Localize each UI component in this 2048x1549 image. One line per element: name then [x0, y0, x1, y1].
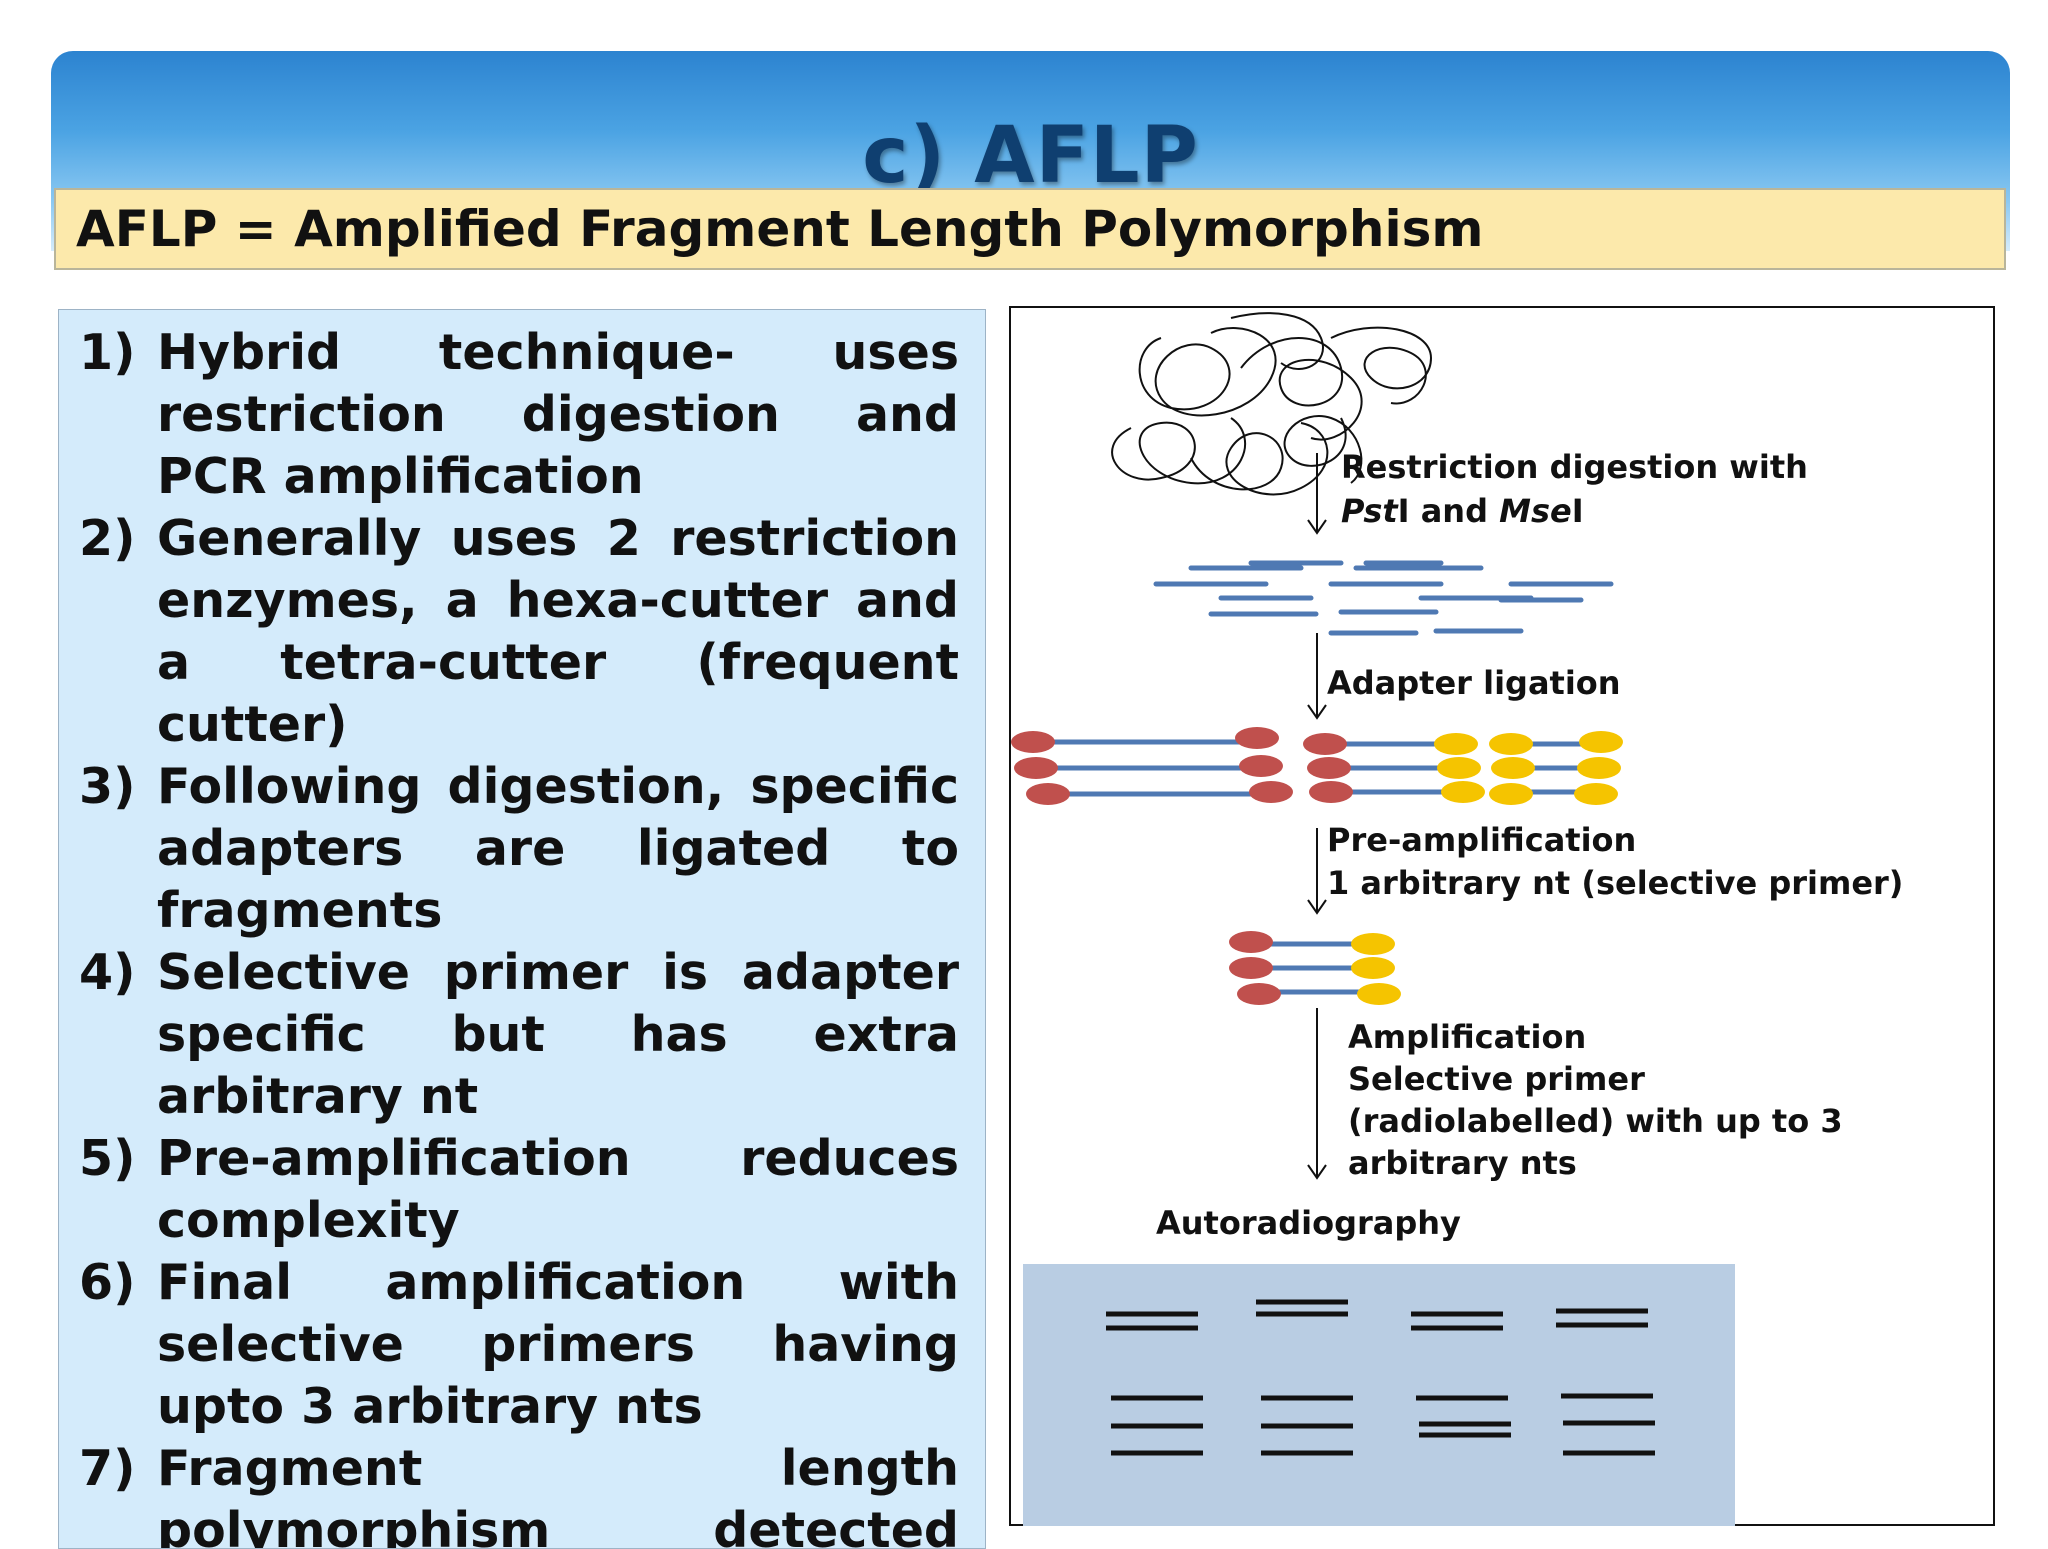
list-item-number: 3)	[79, 758, 136, 815]
ligated-fragments	[1011, 727, 1623, 805]
list-item: 4) Selective primer is adapter specific b…	[79, 942, 959, 1128]
enzyme-and: I and	[1398, 492, 1499, 530]
step-label-enzymes: PstI and MseI	[1341, 492, 1584, 530]
list-item-text: Pre-amplification reduces complexity	[157, 1130, 959, 1249]
list-item: 3) Following digestion, specific adapters…	[79, 756, 959, 942]
step-label-radiolabelled: (radiolabelled) with up to 3	[1348, 1102, 1843, 1140]
step-label-preamp: Pre-amplification	[1327, 821, 1636, 859]
list-item-number: 4)	[79, 944, 136, 1001]
list-item-text: Final amplification with selective prime…	[157, 1254, 959, 1435]
arrow-icon	[1307, 1008, 1327, 1180]
aflp-diagram-svg: Restriction digestion with PstI and MseI…	[1011, 312, 1903, 1526]
list-item-number: 6)	[79, 1254, 136, 1311]
list-item-text: Fragment length polymorphism detected th…	[157, 1440, 959, 1549]
step-label-selective-primer: Selective primer	[1348, 1060, 1645, 1098]
restriction-fragments	[1153, 560, 1614, 636]
arrow-icon	[1307, 633, 1327, 720]
list-item: 5) Pre-amplification reduces complexity	[79, 1128, 959, 1252]
aflp-diagram: Restriction digestion with PstI and MseI…	[1009, 306, 1995, 1526]
list-item-number: 2)	[79, 510, 136, 567]
list-item-number: 1)	[79, 324, 136, 381]
step-label-amplification: Amplification	[1348, 1018, 1586, 1056]
list-item: 1) Hybrid technique- uses restriction dig…	[79, 322, 959, 508]
step-label-restriction: Restriction digestion with	[1341, 448, 1808, 486]
definition-box: AFLP = Amplified Fragment Length Polymor…	[54, 188, 2006, 270]
list-item: 7) Fragment length polymorphism detected …	[79, 1438, 959, 1549]
gel-bands	[1106, 1299, 1655, 1456]
step-label-adapter-ligation: Adapter ligation	[1327, 664, 1621, 702]
arrow-icon	[1307, 828, 1327, 915]
step-label-arbitrary-nts: arbitrary nts	[1348, 1144, 1577, 1182]
list-item-number: 7)	[79, 1440, 136, 1497]
points-list: 1) Hybrid technique- uses restriction dig…	[79, 322, 959, 1549]
definition-text: AFLP = Amplified Fragment Length Polymor…	[76, 200, 1484, 258]
enzyme-name-mse: Mse	[1499, 492, 1572, 530]
enzyme-suffix: I	[1572, 492, 1584, 530]
autoradiography-gel	[1023, 1264, 1735, 1526]
list-item-text: Generally uses 2 restriction enzymes, a …	[157, 510, 959, 753]
list-item-number: 5)	[79, 1130, 136, 1187]
list-item-text: Selective primer is adapter specific but…	[157, 944, 959, 1125]
step-label-autoradiography: Autoradiography	[1156, 1204, 1461, 1242]
preamplified-fragments	[1229, 931, 1401, 1005]
step-label-preamp-detail: 1 arbitrary nt (selective primer)	[1327, 864, 1903, 902]
enzyme-name-pst: Pst	[1341, 492, 1399, 530]
list-item: 6) Final amplification with selective pri…	[79, 1252, 959, 1438]
genomic-dna-icon	[1111, 312, 1433, 496]
list-item-text: Hybrid technique- uses restriction diges…	[157, 324, 959, 505]
arrow-icon	[1307, 453, 1327, 535]
list-item-text: Following digestion, specific adapters a…	[157, 758, 959, 939]
slide-title: c) AFLP	[862, 111, 1199, 201]
points-panel: 1) Hybrid technique- uses restriction dig…	[58, 309, 986, 1549]
list-item: 2) Generally uses 2 restriction enzymes, …	[79, 508, 959, 756]
